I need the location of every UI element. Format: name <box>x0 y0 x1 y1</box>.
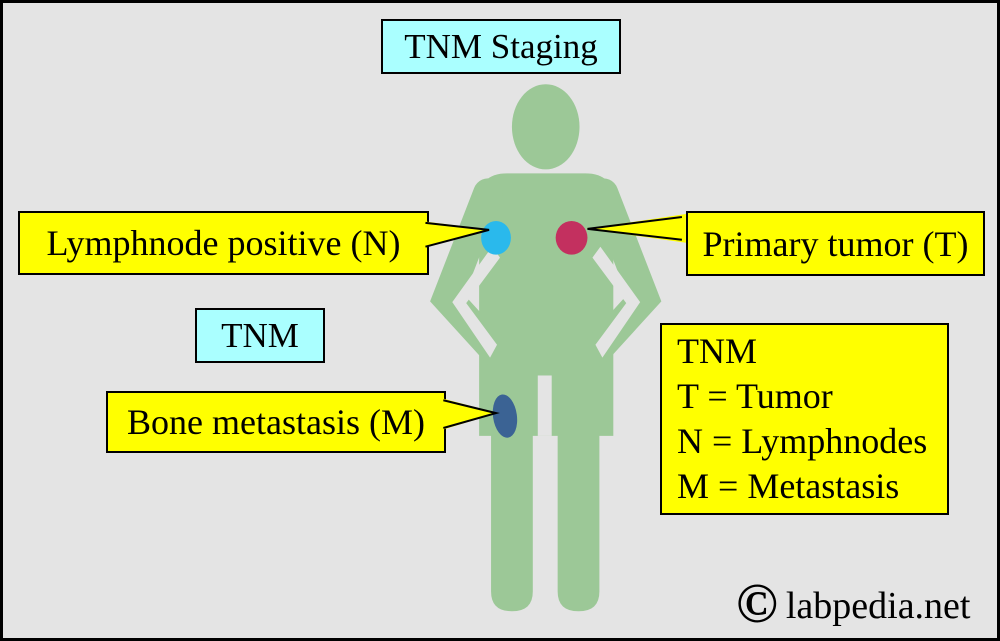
tumor-marker <box>555 220 588 255</box>
figure-graphics <box>430 84 662 612</box>
crotch-gap <box>537 375 552 436</box>
lymph-node-marker <box>481 220 511 255</box>
right-arm-gap <box>592 246 641 358</box>
legend-line: TNM <box>677 331 757 371</box>
watermark-text: labpedia.net <box>785 585 971 627</box>
legend-line: M = Metastasis <box>677 466 900 506</box>
bone-metastasis-label: Bone metastasis (M) <box>106 391 446 453</box>
legend-line: N = Lymphnodes <box>677 421 928 461</box>
tnm-abbrev-box: TNM <box>195 308 325 363</box>
figure-right-leg <box>557 419 600 612</box>
figure-arm-gaps <box>452 246 641 436</box>
figure-head <box>511 84 580 170</box>
tumor-label: Primary tumor (T) <box>686 211 985 276</box>
legend-box: TNM T = Tumor N = Lymphnodes M = Metasta… <box>660 323 949 515</box>
title-box: TNM Staging <box>381 19 621 74</box>
figure-left-leg <box>491 419 533 612</box>
legend-line: T = Tumor <box>677 376 833 416</box>
watermark: © labpedia.net <box>736 576 971 632</box>
lymphnode-label: Lymphnode positive (N) <box>18 211 429 275</box>
copyright-icon: © <box>736 573 778 635</box>
left-arm-gap <box>452 246 500 358</box>
